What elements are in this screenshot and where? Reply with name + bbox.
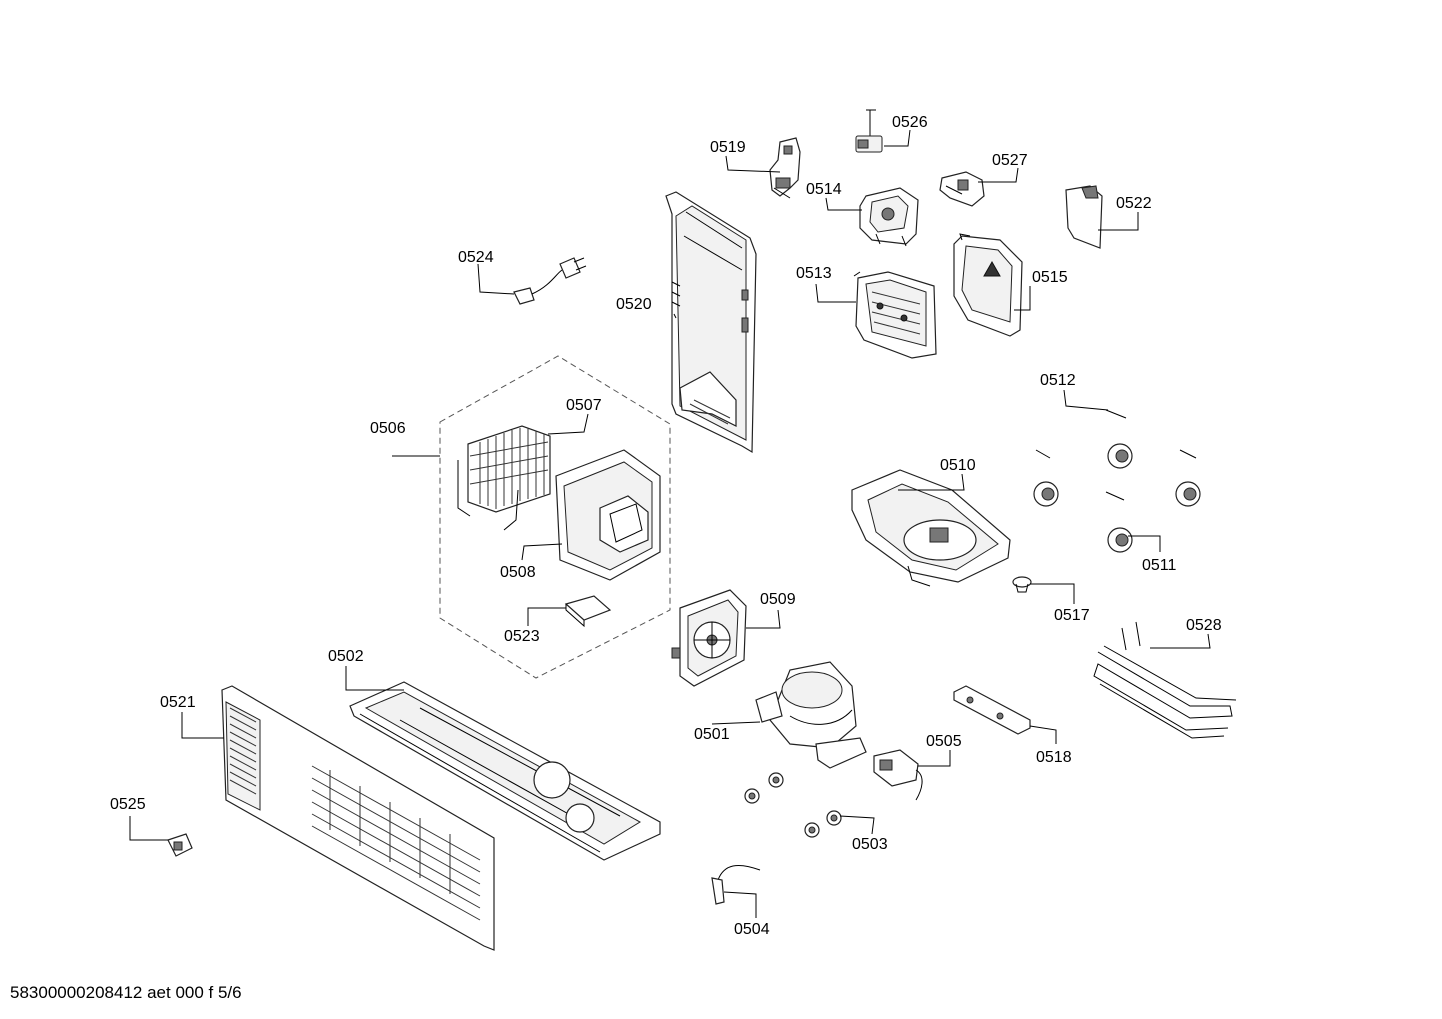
part-0505-relay (873, 749, 923, 801)
part-0508-fan-housing (555, 449, 661, 581)
part-0528-heater (1093, 621, 1237, 739)
part-0503-grommets (744, 772, 842, 838)
part-0510-drip-tray (851, 469, 1011, 587)
label-0511: 0511 (1142, 557, 1177, 574)
part-labels: 0526 0519 0527 0514 0522 0524 0513 0515 … (110, 114, 1222, 938)
part-0517-plug (1012, 576, 1032, 593)
label-0528: 0528 (1186, 617, 1222, 634)
label-0527: 0527 (992, 152, 1028, 169)
label-0520: 0520 (616, 296, 652, 313)
label-0524: 0524 (458, 249, 494, 266)
label-0514: 0514 (806, 181, 842, 198)
label-0507: 0507 (566, 397, 602, 414)
part-0504-sensor (711, 864, 761, 905)
label-0505: 0505 (926, 733, 962, 750)
label-0512: 0512 (1040, 372, 1076, 389)
part-0527-latch (939, 171, 985, 207)
part-0521-grille-panel (221, 685, 495, 951)
label-0515: 0515 (1032, 269, 1068, 286)
part-0520-back-panel (665, 191, 757, 454)
part-0509-fan (671, 589, 747, 687)
label-0510: 0510 (940, 457, 976, 474)
label-0522: 0522 (1116, 195, 1152, 212)
label-0506: 0506 (370, 420, 406, 437)
label-0509: 0509 (760, 591, 796, 608)
part-0518-bracket (953, 685, 1031, 735)
label-0508: 0508 (500, 564, 536, 581)
label-0513: 0513 (796, 265, 832, 282)
part-0523-plate (564, 595, 612, 628)
document-id: 58300000208412 aet 000 f 5/6 (10, 983, 242, 1002)
part-0512-pins (1035, 409, 1197, 501)
label-0526: 0526 (892, 114, 928, 131)
part-0502-base-plate (349, 681, 661, 861)
part-0513-control-board (853, 271, 937, 359)
part-0511-feet (1033, 443, 1201, 553)
label-0504: 0504 (734, 921, 770, 938)
label-0519: 0519 (710, 139, 746, 156)
label-0521: 0521 (160, 694, 196, 711)
assembly-0506-outline (439, 355, 671, 679)
part-0507-evaporator (457, 425, 551, 531)
part-0519-bracket (769, 137, 801, 199)
label-0525: 0525 (110, 796, 146, 813)
part-0524-power-cord (513, 257, 587, 305)
label-0517: 0517 (1054, 607, 1090, 624)
part-0525-clip (167, 833, 193, 857)
part-0514-housing (859, 187, 919, 247)
label-0502: 0502 (328, 648, 364, 665)
label-0518: 0518 (1036, 749, 1072, 766)
part-0515-cover (953, 233, 1023, 337)
leader-lines (129, 129, 1211, 918)
part-0522-board (1065, 185, 1103, 249)
part-0526-connector (855, 109, 883, 153)
label-0503: 0503 (852, 836, 888, 853)
label-0523: 0523 (504, 628, 540, 645)
label-0501: 0501 (694, 726, 730, 743)
part-0501-compressor (755, 661, 867, 769)
